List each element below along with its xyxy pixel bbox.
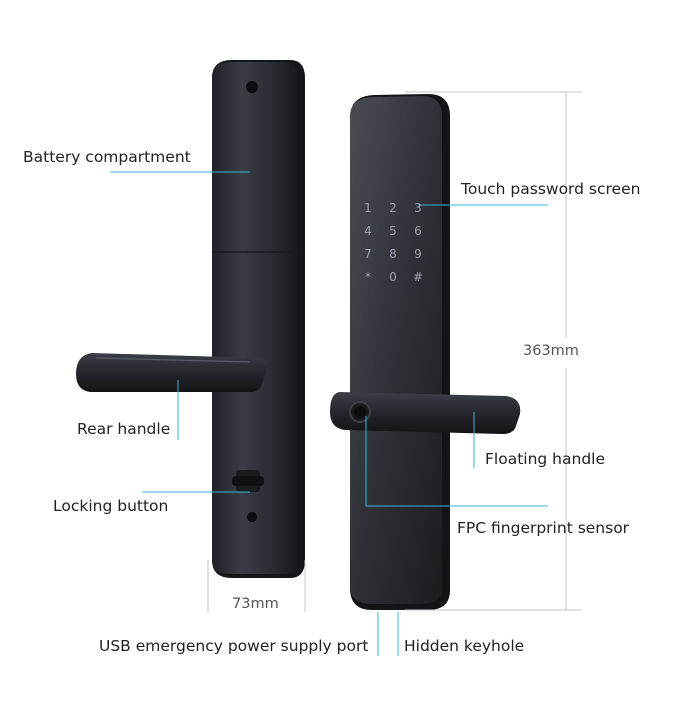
battery-compartment-label: Battery compartment xyxy=(23,148,191,166)
keypad-key: 4 xyxy=(364,224,372,238)
keypad: 1 2 3 4 5 6 7 8 9 * 0 # xyxy=(364,201,423,284)
locking-button-label: Locking button xyxy=(53,497,169,515)
hidden-keyhole-label: Hidden keyhole xyxy=(404,637,525,655)
height-dimension-label: 363mm xyxy=(523,343,579,359)
keypad-key: 1 xyxy=(364,201,372,215)
keypad-key: 6 xyxy=(414,224,422,238)
fpc-fingerprint-sensor-label: FPC fingerprint sensor xyxy=(457,519,630,537)
keypad-key: 3 xyxy=(414,201,422,215)
keypad-key: 8 xyxy=(389,247,397,261)
width-dimension-label: 73mm xyxy=(232,596,279,612)
leader-lines xyxy=(110,171,548,656)
rear-handle-graphic xyxy=(76,353,267,392)
floating-handle-graphic xyxy=(330,392,521,434)
keypad-key: 0 xyxy=(389,270,397,284)
keypad-key: 5 xyxy=(389,224,397,238)
touch-password-screen-label: Touch password screen xyxy=(461,180,641,198)
rear-handle-label: Rear handle xyxy=(77,420,171,438)
floating-handle-label: Floating handle xyxy=(485,450,606,468)
keypad-key: # xyxy=(413,270,423,284)
keypad-key: 2 xyxy=(389,201,397,215)
front-panel xyxy=(350,94,450,610)
usb-port-label: USB emergency power supply port xyxy=(99,637,369,655)
dimension-lines xyxy=(207,91,582,612)
rear-panel xyxy=(212,60,305,578)
keypad-key: 9 xyxy=(414,247,422,261)
keypad-key: * xyxy=(365,270,371,284)
keypad-key: 7 xyxy=(364,247,372,261)
